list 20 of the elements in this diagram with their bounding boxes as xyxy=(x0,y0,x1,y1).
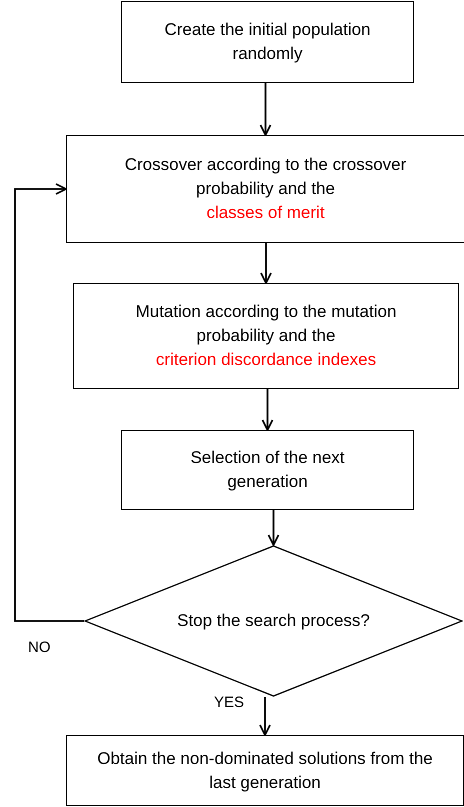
arrow xyxy=(262,389,274,431)
node-text: Create the initial population randomly xyxy=(163,19,372,65)
arrow xyxy=(260,83,272,136)
process-box xyxy=(66,135,464,243)
node-text: Mutation according to the mutation probability and the xyxy=(134,301,398,347)
node-text: Stop the search process? xyxy=(177,610,370,632)
highlighted-text: classes of merit xyxy=(206,202,325,224)
process-box xyxy=(121,430,414,510)
process-box xyxy=(66,735,464,806)
node-text: Obtain the non-dominated solutions from the last generation xyxy=(96,748,434,794)
process-box xyxy=(73,283,459,389)
decision-diamond xyxy=(84,545,463,697)
arrow xyxy=(14,183,84,622)
node-text: Selection of the next generation xyxy=(189,447,346,493)
process-box xyxy=(121,1,414,83)
arrow xyxy=(268,510,280,546)
highlighted-text: criterion discordance indexes xyxy=(156,349,376,371)
node-text: Crossover according to the crossover probability and the xyxy=(124,154,408,200)
arrow xyxy=(259,697,271,736)
arrow xyxy=(260,243,272,284)
